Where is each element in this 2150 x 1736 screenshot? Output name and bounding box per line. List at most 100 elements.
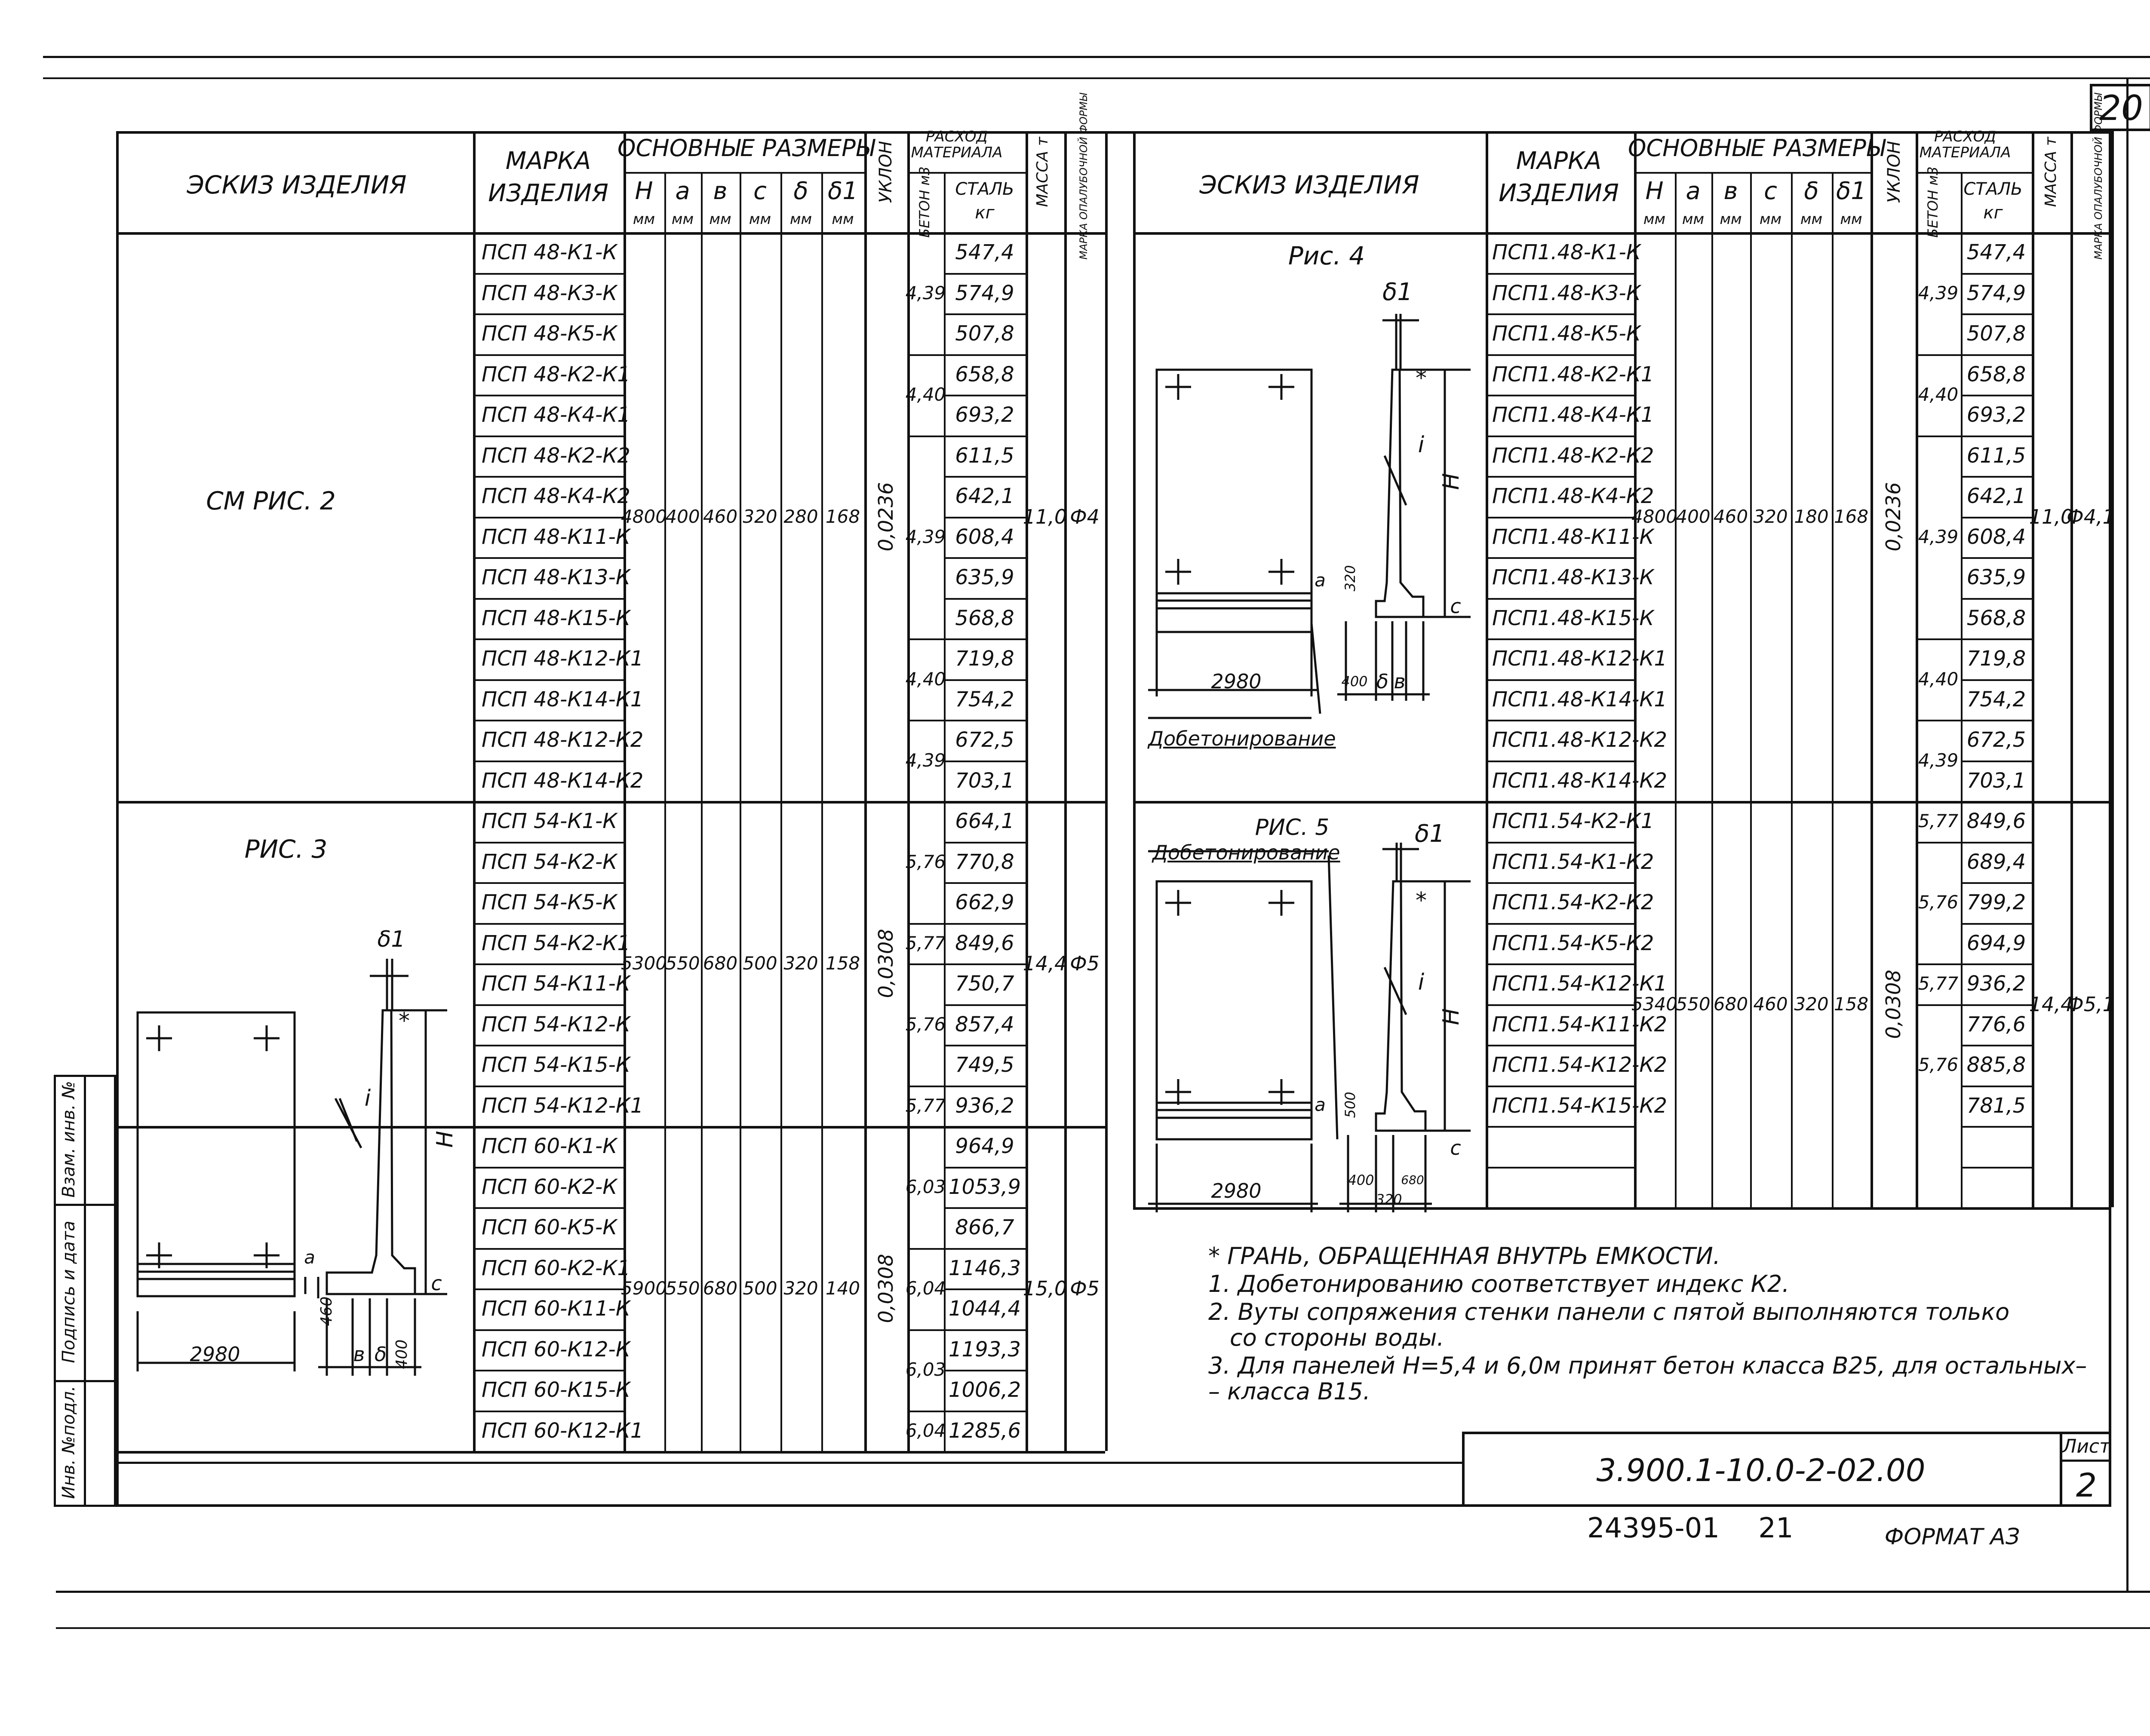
fig5-H: H (1438, 1008, 1464, 1025)
left-dim-unit-4: мм (789, 211, 812, 228)
right-header-steel-unit: кг (1983, 203, 2003, 223)
left-header-concrete: БЕТОН м3 (916, 166, 933, 238)
right-group-sep-1 (1133, 1207, 2111, 1210)
left-concline-1-2 (907, 963, 944, 965)
left-mark-cell: ПСП 60-К5-К (482, 1215, 617, 1240)
left-rowline-0-1 (473, 273, 624, 275)
fig4-c: c (1450, 595, 1461, 618)
right-mark-cell: ПСП1.54-К15-К2 (1492, 1093, 1667, 1118)
right-rowline-1-4 (1486, 963, 1634, 965)
figure-5-drawing (1148, 843, 1471, 1212)
right-dim-c-cell: 320 (1753, 506, 1788, 527)
left-steelline-0-4 (944, 395, 1026, 396)
right-concline-0-1 (1916, 354, 1961, 356)
right-slope-cell: 0,0236 (1881, 482, 1905, 551)
left-steelline-1-7 (944, 1085, 1026, 1087)
left-mark-cell: ПСП 48-К1-К (482, 240, 617, 265)
left-steelline-0-11 (944, 679, 1026, 681)
right-steelline-0-13 (1961, 760, 2032, 762)
left-dim-a-cell: 550 (665, 953, 700, 974)
left-concline-0-4 (907, 720, 944, 721)
left-steelline-1-6 (944, 1045, 1026, 1046)
left-rowline-2-1 (473, 1166, 624, 1169)
left-dim-H-cell: 5300 (621, 953, 667, 974)
right-vline-3 (1870, 131, 1873, 1207)
right-steel-cell: 658,8 (1966, 362, 2026, 386)
right-rowline-0-8 (1486, 557, 1634, 559)
left-mark-cell: ПСП 48-К14-К1 (482, 687, 644, 712)
left-form-cell: Ф5 (1070, 952, 1100, 975)
right-group-sep-0 (1133, 801, 2111, 804)
left-vline-1 (473, 131, 476, 1451)
left-steel-cell: 719,8 (955, 647, 1014, 671)
right-dim-unit-4: мм (1800, 211, 1823, 228)
left-vline-6 (1064, 131, 1067, 1451)
fig5-star: * (1416, 888, 1427, 914)
right-mark-cell: ПСП1.54-К1-К2 (1492, 850, 1654, 874)
left-header-sketch: ЭСКИЗ ИЗДЕЛИЯ (187, 170, 407, 199)
right-steel-cell: 776,6 (1966, 1012, 2026, 1037)
right-dimline-1 (1711, 172, 1713, 1207)
right-steel-cell: 885,8 (1966, 1053, 2026, 1077)
right-steel-cell: 672,5 (1966, 728, 2026, 752)
right-vline-2 (1634, 131, 1637, 1207)
side-stamp-sep-1 (54, 1204, 116, 1206)
right-dim-b-cell: 680 (1713, 993, 1748, 1015)
left-mark-cell: ПСП 54-К12-К1 (482, 1093, 644, 1118)
left-steelline-2-1 (944, 1166, 1026, 1169)
left-mass-cell: 15,0 (1023, 1277, 1067, 1300)
left-mark-cell: ПСП 60-К12-К (482, 1337, 630, 1362)
left-dimline-3 (780, 172, 782, 1451)
left-header-steel-unit: кг (975, 203, 995, 223)
left-mark-cell: ПСП 48-К4-К2 (482, 484, 630, 509)
left-rowline-0-13 (473, 760, 624, 762)
left-rowline-2-6 (473, 1370, 624, 1371)
left-rowline-0-7 (473, 516, 624, 518)
left-steel-cell: 849,6 (955, 931, 1014, 955)
right-steelline-0-10 (1961, 638, 2032, 640)
left-steel-cell: 866,7 (955, 1215, 1014, 1240)
left-vline-5 (1026, 131, 1028, 1451)
right-concrete-cell: 4,40 (1918, 384, 1959, 405)
left-mark-cell: ПСП 54-К11-К (482, 972, 630, 996)
left-dim-unit-5: мм (832, 211, 854, 228)
right-rowline-0-12 (1486, 720, 1634, 721)
right-vline-1 (1486, 131, 1488, 1207)
left-concrete-cell: 5,76 (905, 1013, 946, 1035)
left-dim-unit-1: мм (671, 211, 694, 228)
fig3-dim-460: 460 (318, 1296, 335, 1326)
fig5-width: 2980 (1211, 1179, 1262, 1202)
fig4-H: H (1438, 473, 1464, 490)
right-header-basic-dims: ОСНОВНЫЕ РАЗМЕРЫ (1628, 135, 1886, 162)
left-steel-cell: 507,8 (955, 322, 1014, 346)
right-mark-cell: ПСП1.48-К14-К1 (1492, 687, 1667, 712)
left-steel-cell: 749,5 (955, 1053, 1014, 1077)
left-steel-cell: 658,8 (955, 362, 1014, 386)
left-mark-cell: ПСП 54-К2-К1 (482, 931, 630, 955)
right-dim-H-cell: 4800 (1631, 506, 1677, 527)
left-steel-cell: 608,4 (955, 524, 1014, 549)
fig3-delta1: δ1 (377, 926, 405, 952)
note-3: 3. Для панелей H=5,4 и 6,0м принят бетон… (1208, 1352, 2087, 1379)
left-concline-0-2 (907, 435, 944, 437)
fig5-i: i (1418, 969, 1425, 995)
left-steelline-2-3 (944, 1248, 1026, 1250)
left-vline-3 (864, 131, 867, 1451)
left-mark-cell: ПСП 60-К2-К1 (482, 1256, 630, 1280)
side-stamp-sign: Подпись и дата (59, 1221, 79, 1363)
fig4-i: i (1418, 432, 1425, 458)
left-form-cell: Ф4 (1070, 505, 1100, 528)
fig4-d: δ (1376, 670, 1389, 693)
left-steelline-0-5 (944, 435, 1026, 437)
left-header-basic-dims: ОСНОВНЫЕ РАЗМЕРЫ (617, 135, 875, 162)
left-group-sep-2 (116, 1451, 1105, 1454)
right-steel-cell: 754,2 (1966, 687, 2026, 712)
right-concline-0-2 (1916, 435, 1961, 437)
left-steel-cell: 1146,3 (949, 1256, 1021, 1280)
right-steel-vline (1961, 172, 1963, 1207)
left-rowline-1-3 (473, 923, 624, 925)
fig4-width: 2980 (1211, 670, 1262, 693)
left-steel-cell: 754,2 (955, 687, 1014, 712)
format-label: ФОРМАТ АЗ (1884, 1524, 2020, 1550)
right-steel-cell: 608,4 (1966, 524, 2026, 549)
